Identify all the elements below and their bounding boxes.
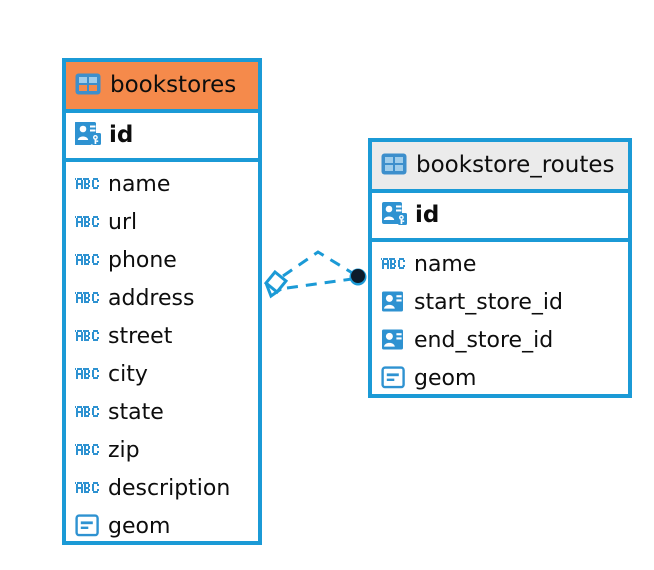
- abc-text-icon: [75, 366, 100, 385]
- field-label: city: [108, 362, 148, 387]
- field-row[interactable]: geom: [372, 360, 628, 398]
- table-icon: [381, 153, 407, 179]
- primary-key-label: id: [415, 202, 440, 228]
- relationship-line-upper: [282, 250, 355, 278]
- field-row-primary-key[interactable]: id: [66, 113, 258, 158]
- field-list-bookstore-routes: name start_store_id: [372, 242, 628, 398]
- field-row[interactable]: city: [66, 356, 258, 394]
- field-row[interactable]: start_store_id: [372, 284, 628, 322]
- entity-header-bookstore-routes[interactable]: bookstore_routes: [372, 142, 628, 189]
- entity-title: bookstore_routes: [416, 152, 615, 178]
- field-list-bookstores: name: [66, 162, 258, 546]
- geometry-icon: [75, 513, 100, 541]
- table-icon: [75, 73, 101, 99]
- field-label: end_store_id: [414, 328, 554, 353]
- field-row[interactable]: name: [66, 166, 258, 204]
- header-divider: [66, 109, 258, 113]
- field-row[interactable]: address: [66, 280, 258, 318]
- field-label: name: [414, 252, 477, 277]
- abc-text-icon: [381, 256, 406, 275]
- abc-text-icon: [75, 252, 100, 271]
- field-label: zip: [108, 438, 140, 463]
- field-label: name: [108, 172, 171, 197]
- field-label: start_store_id: [414, 290, 563, 315]
- entity-title: bookstores: [110, 72, 237, 98]
- field-label: phone: [108, 248, 177, 273]
- field-row[interactable]: street: [66, 318, 258, 356]
- primary-key-icon: [74, 120, 102, 151]
- abc-text-icon: [75, 442, 100, 461]
- field-row[interactable]: description: [66, 470, 258, 508]
- foreign-key-icon: [381, 290, 406, 317]
- header-divider: [372, 189, 628, 193]
- entity-header-bookstores[interactable]: bookstores: [66, 62, 258, 109]
- field-row-primary-key[interactable]: id: [372, 193, 628, 238]
- field-label: geom: [108, 514, 171, 539]
- primary-key-icon: [381, 200, 408, 231]
- field-label: geom: [414, 366, 477, 391]
- field-row[interactable]: state: [66, 394, 258, 432]
- diamond-crowsfoot-marker: [263, 269, 289, 299]
- field-label: url: [108, 210, 138, 235]
- relationship-line-lower: [286, 277, 353, 290]
- field-row[interactable]: name: [372, 246, 628, 284]
- entity-bookstores[interactable]: bookstores: [62, 58, 262, 545]
- abc-text-icon: [75, 480, 100, 499]
- filled-circle-marker: [349, 268, 367, 286]
- abc-text-icon: [75, 404, 100, 423]
- field-label: description: [108, 476, 231, 501]
- abc-text-icon: [75, 214, 100, 233]
- abc-text-icon: [75, 290, 100, 309]
- field-label: address: [108, 286, 195, 311]
- abc-text-icon: [75, 176, 100, 195]
- abc-text-icon: [75, 328, 100, 347]
- entity-bookstore-routes[interactable]: bookstore_routes id: [368, 138, 632, 398]
- field-label: street: [108, 324, 173, 349]
- geometry-icon: [381, 365, 406, 393]
- foreign-key-icon: [381, 328, 406, 355]
- field-row[interactable]: geom: [66, 508, 258, 546]
- field-row[interactable]: end_store_id: [372, 322, 628, 360]
- field-row[interactable]: phone: [66, 242, 258, 280]
- primary-key-label: id: [109, 122, 134, 148]
- field-row[interactable]: url: [66, 204, 258, 242]
- primary-key-divider: [66, 158, 258, 162]
- field-row[interactable]: zip: [66, 432, 258, 470]
- field-label: state: [108, 400, 164, 425]
- primary-key-divider: [372, 238, 628, 242]
